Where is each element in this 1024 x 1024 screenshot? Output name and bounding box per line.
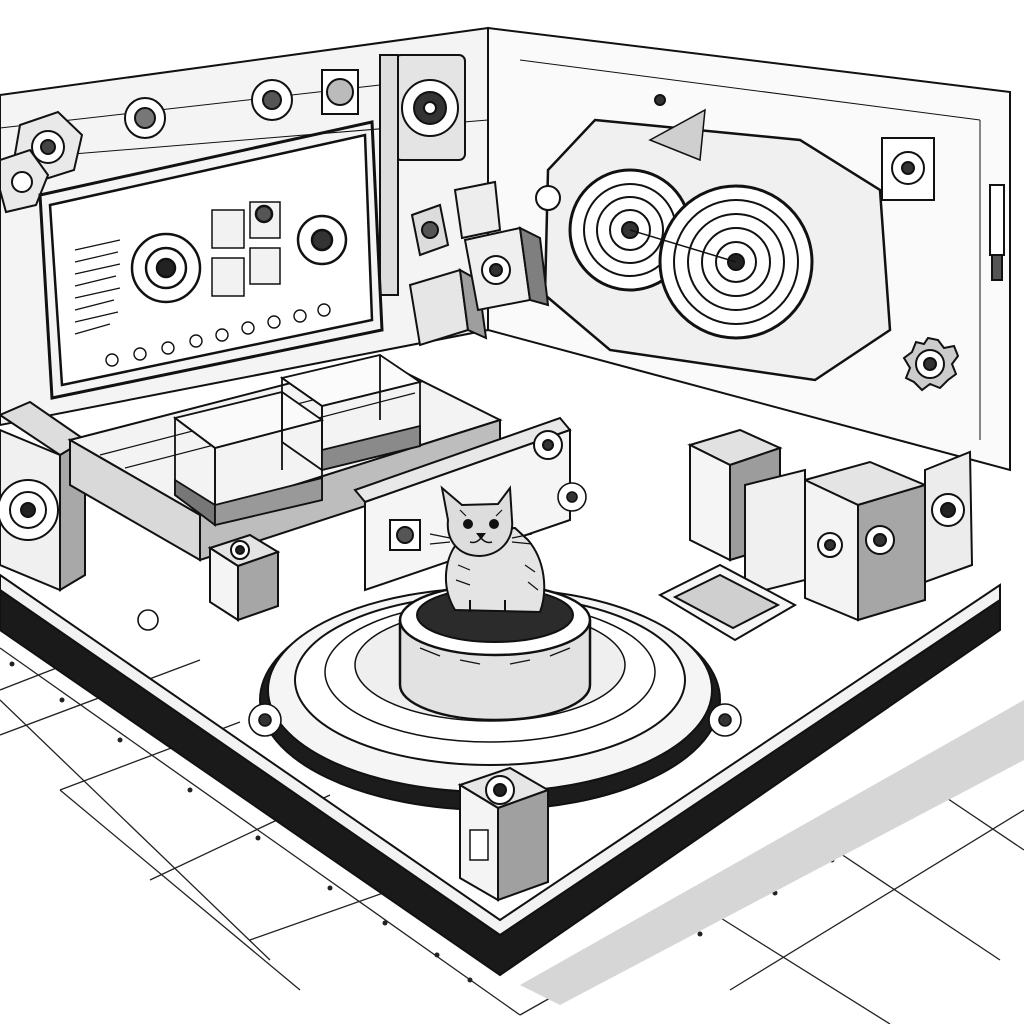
cabinet-module-left [0, 400, 87, 592]
floor-hatch [657, 563, 798, 642]
large-circular-wall-machine [543, 108, 892, 382]
room-base-slab [0, 573, 1001, 977]
corner-console [457, 766, 551, 902]
floor-decals [137, 482, 742, 737]
glass-enclosure-front [172, 391, 325, 527]
floor-shadow [520, 700, 1024, 1005]
wall-hex-modules [0, 69, 359, 214]
back-wall-sensors [535, 94, 935, 211]
gear-wheel [902, 336, 960, 392]
tabby-cat [429, 485, 546, 614]
cabinet-module-right [802, 450, 974, 622]
glass-enclosure-back [279, 354, 423, 472]
corner-cube-stack [408, 180, 550, 347]
wall-display-screen [38, 120, 384, 400]
speaker-column [379, 54, 466, 296]
front-left-module [207, 533, 281, 622]
cabinet-module-mid [687, 428, 806, 597]
circular-pedestal [259, 583, 721, 811]
